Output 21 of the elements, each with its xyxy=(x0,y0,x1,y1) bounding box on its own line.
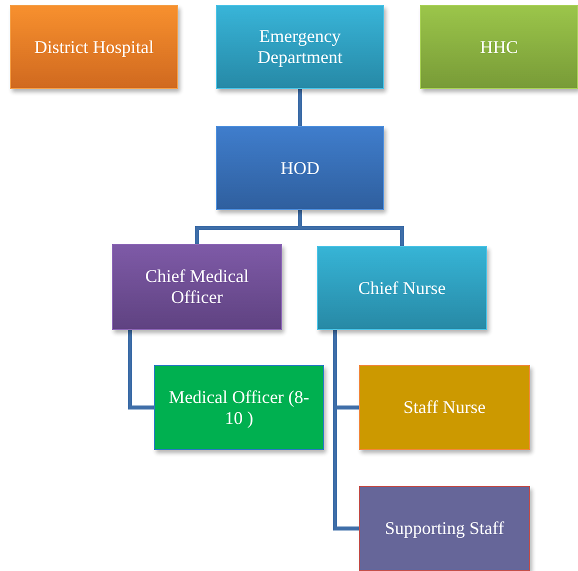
org-box xyxy=(154,365,324,450)
box-label: Supporting Staff xyxy=(384,518,504,539)
org-box xyxy=(216,126,384,210)
org-box xyxy=(216,5,384,89)
org-box xyxy=(10,5,178,89)
connector-line xyxy=(298,89,302,126)
org-box xyxy=(420,5,578,89)
box-label: Chief Nurse xyxy=(358,278,446,298)
box-label: Medical Officer (8-10 ) xyxy=(168,386,310,428)
connector-line xyxy=(333,330,359,530)
connector-line xyxy=(128,330,154,410)
org-box xyxy=(317,246,487,330)
box-label: Chief Medical Officer xyxy=(144,266,250,308)
box-label: HOD xyxy=(280,158,320,178)
box-label: Staff Nurse xyxy=(403,397,486,418)
org-box xyxy=(112,244,282,330)
org-box xyxy=(359,486,530,571)
box-label: District Hospital xyxy=(34,36,154,58)
box-label: Emergency Department xyxy=(256,26,344,68)
box-label: HHC xyxy=(480,36,518,58)
org-box xyxy=(359,365,530,450)
